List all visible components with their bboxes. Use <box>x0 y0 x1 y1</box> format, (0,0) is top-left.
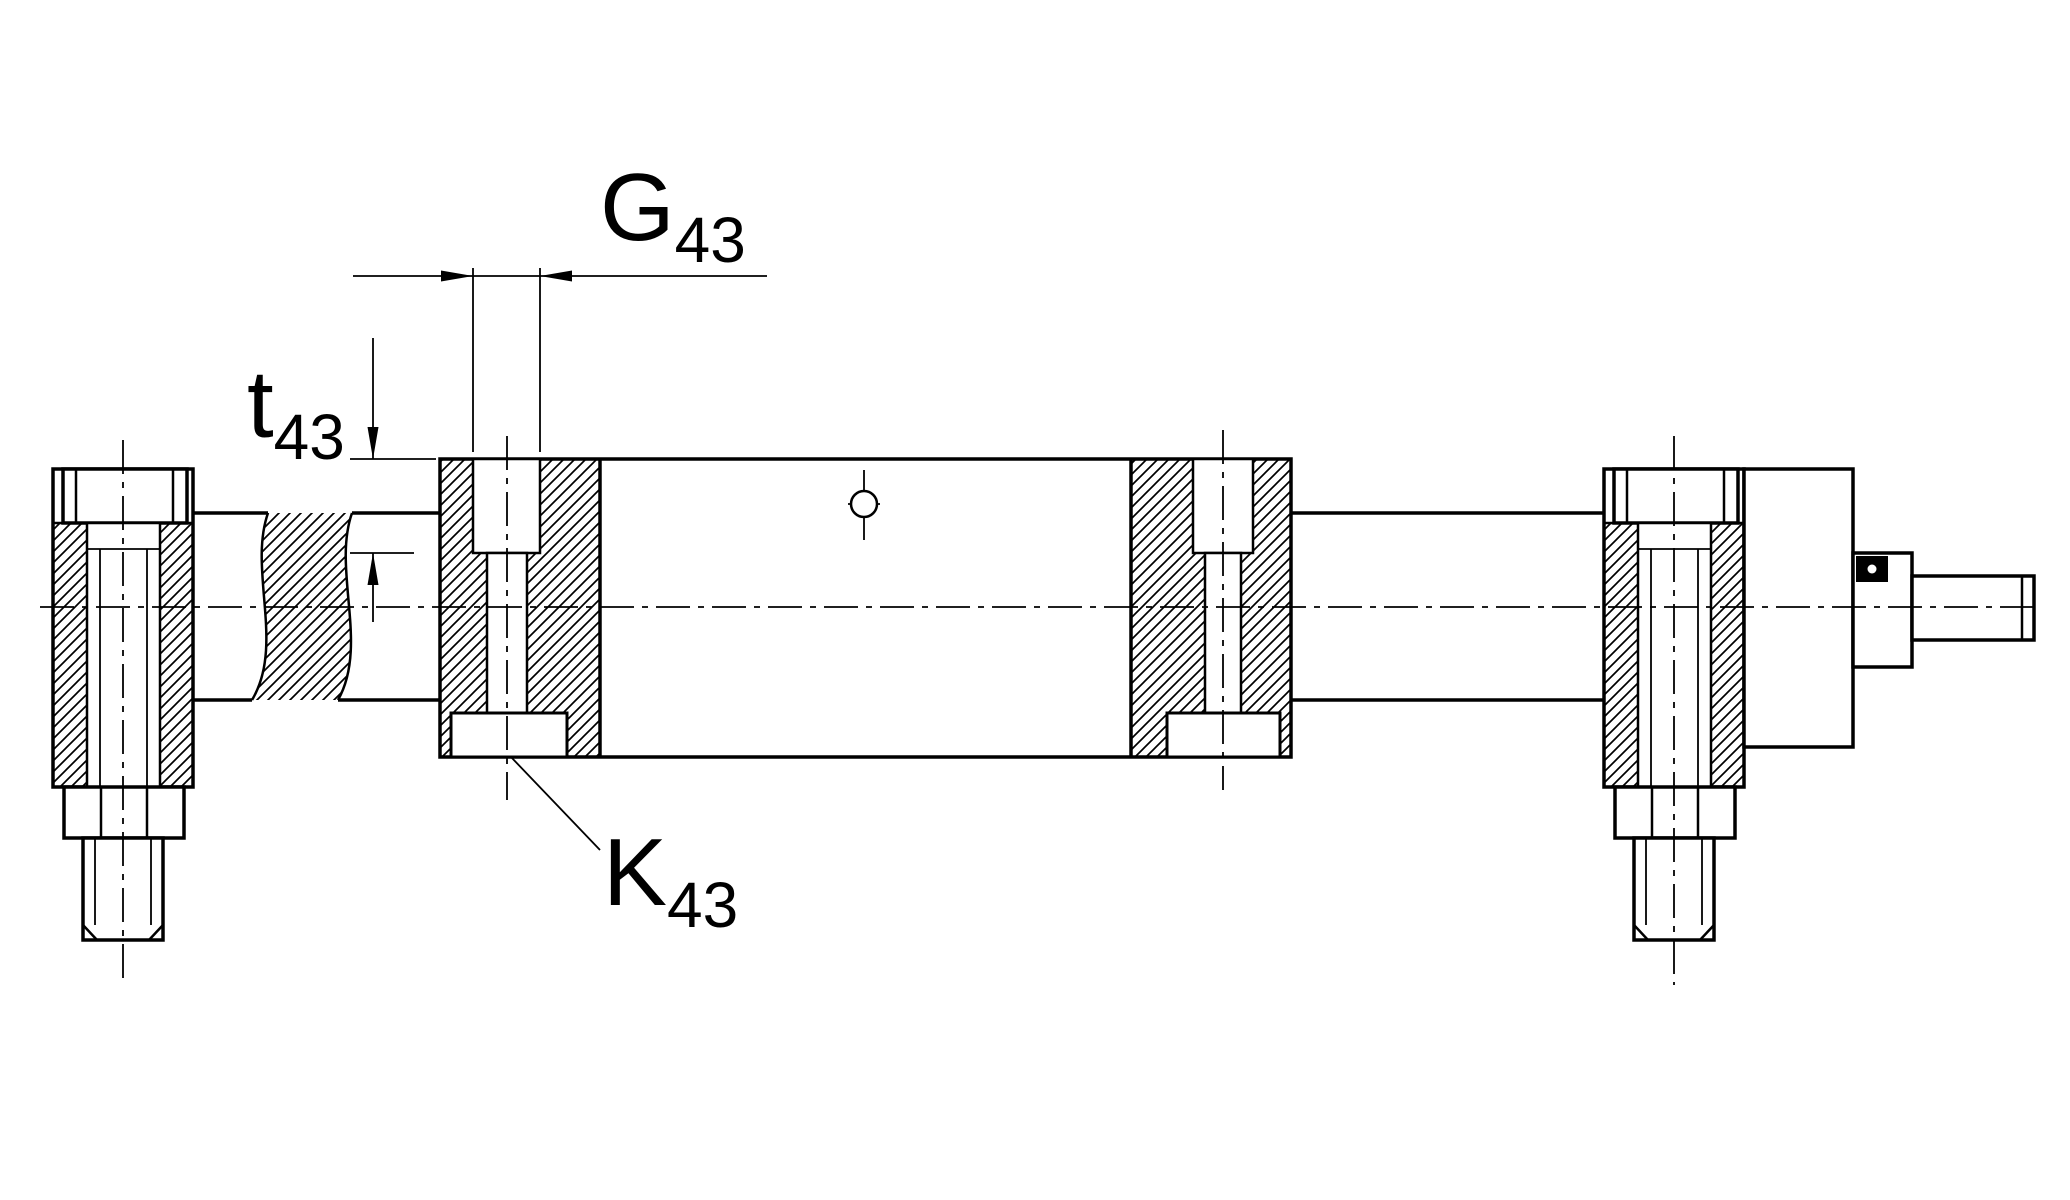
cylinder-outline <box>438 457 1293 759</box>
right-tie-rod-channel <box>1203 551 1243 715</box>
left-mounting-foot <box>449 711 569 759</box>
dimension-label-k43: K43 <box>603 819 738 941</box>
stud-chamfer-right <box>1699 924 1715 941</box>
port-hole-icon <box>848 470 880 540</box>
leader-line <box>510 756 601 851</box>
bolt-head <box>61 467 189 525</box>
break-hatch <box>252 513 352 700</box>
dimension-label-t43: t43 <box>247 351 345 473</box>
bracket-hatch-right <box>160 523 193 787</box>
main-cylinder <box>438 457 1293 759</box>
adapter-detail-dot <box>1867 564 1877 574</box>
arrowhead-left <box>441 270 473 282</box>
dimension-t43: t43 <box>247 338 436 622</box>
rod-end-assembly <box>1742 467 2036 749</box>
dimension-g43: G43 <box>353 154 767 452</box>
bolt-head <box>1612 467 1740 525</box>
label-k43: K43 <box>510 756 738 941</box>
dimension-label-g43: G43 <box>600 154 746 276</box>
stud-chamfer-right <box>148 924 164 941</box>
hex-nut <box>1613 785 1737 840</box>
rod-end-stud <box>1910 574 2036 642</box>
center-lines <box>40 430 2040 985</box>
rod-end-block <box>1742 467 1855 749</box>
bracket-hatch-right <box>1711 523 1744 787</box>
stud-chamfer-left <box>82 924 98 941</box>
hex-nut <box>62 785 186 840</box>
stud-chamfer-left <box>1633 924 1649 941</box>
bracket-hatch-left <box>1604 523 1638 787</box>
port-circle <box>849 489 879 519</box>
arrowhead-right <box>540 270 572 282</box>
arrowhead-down <box>367 427 379 459</box>
arrowhead-up <box>367 553 379 585</box>
right-piston-rod <box>1291 511 1604 702</box>
bracket-hatch-left <box>53 523 87 787</box>
